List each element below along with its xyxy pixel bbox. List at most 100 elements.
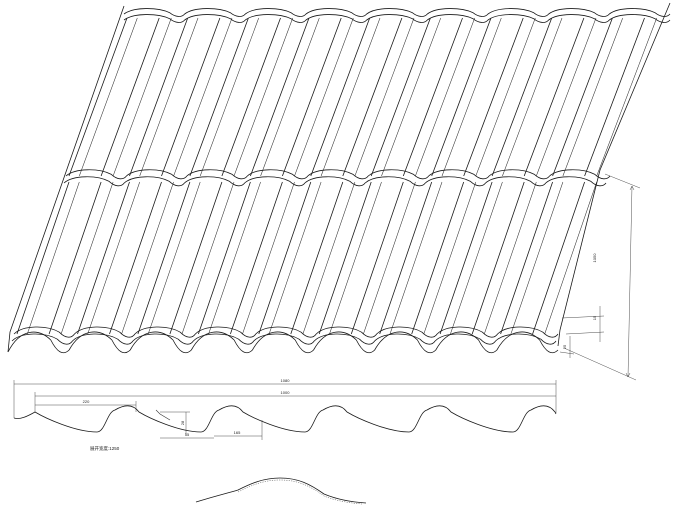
corrugation-line [233, 17, 293, 177]
corrugation-line [450, 181, 503, 335]
corrugation-line [389, 181, 443, 335]
corrugation-line [329, 181, 382, 335]
corrugation-line [112, 17, 172, 177]
corrugation-line [87, 181, 140, 335]
corrugation-line [129, 17, 189, 177]
corrugation-line [221, 17, 281, 177]
corrugation-line [562, 17, 623, 177]
corrugation-line [294, 17, 354, 177]
corrugation-line [411, 181, 465, 335]
effective-width-value: 1000 [281, 390, 291, 395]
corrugation-line [320, 17, 381, 177]
corrugation-line [363, 181, 416, 335]
corrugation-line [439, 181, 493, 335]
corrugation-line [27, 181, 80, 335]
corrugation-line [208, 181, 261, 335]
profile-step-marker [155, 409, 171, 421]
panel-right-edge [557, 2, 671, 347]
corrugation-line [48, 181, 102, 335]
corrugation-line [161, 17, 221, 177]
cover-height-extension-bottom [563, 347, 637, 381]
corrugation-line [310, 17, 371, 177]
step-bottom-value: 25 [562, 344, 567, 349]
corrugation-line [423, 181, 477, 335]
panel-left-edge [7, 5, 125, 353]
corrugation-line [379, 181, 433, 335]
corrugation-line [16, 181, 70, 335]
cover-height-value: 1050 [592, 253, 597, 263]
ridge-detail-hatching [237, 479, 363, 505]
step-height-extension-b [565, 331, 605, 335]
lower-step-value: 55 [185, 432, 190, 437]
total-width-value: 1080 [281, 378, 291, 383]
corrugation-line [463, 17, 524, 177]
corrugation-line [510, 181, 564, 335]
wave-pitch-value: 220 [83, 399, 90, 404]
corrugation-line [415, 17, 475, 177]
corrugation-line [199, 17, 259, 177]
corrugation-line [60, 181, 114, 335]
seam-row-top [123, 8, 671, 17]
corrugation-line [431, 17, 492, 177]
step-height-value: 15 [592, 315, 597, 320]
corrugation-line [268, 181, 322, 335]
corrugation-line [523, 17, 585, 177]
profile-section-view: 1080 1000 220 28 55 165 展开宽度:1250 [13, 378, 557, 452]
corrugation-line [350, 181, 404, 335]
step-bottom-extension [559, 351, 575, 355]
corrugation-line [584, 17, 645, 177]
corrugation-line [109, 181, 162, 335]
roof-panel-perspective-view [7, 2, 671, 354]
corrugation-line [484, 181, 537, 335]
ridge-detail-curve [195, 477, 367, 504]
corrugation-line [282, 17, 342, 177]
corrugation-line [381, 17, 441, 177]
corrugation-line [354, 17, 415, 177]
panel-front-wave-edge [7, 331, 559, 354]
panel-step-seams [7, 8, 671, 354]
corrugation-line [532, 181, 585, 335]
corrugation-line [260, 17, 320, 177]
corrugation-line [596, 17, 657, 177]
corrugation-line [475, 17, 536, 177]
cover-height-arrow-bottom [625, 372, 631, 378]
tile-profile-curve [13, 405, 557, 433]
corrugation-line [198, 181, 251, 335]
profile-height-value: 28 [180, 420, 185, 425]
corrugation-line [302, 181, 356, 335]
corrugation-line [500, 181, 553, 335]
corrugation-line [491, 17, 553, 177]
corrugation-line [68, 17, 128, 177]
step-height-extension-a [561, 315, 605, 319]
corrugation-line [258, 181, 312, 335]
corrugation-line [169, 181, 223, 335]
corrugation-line [137, 181, 191, 335]
panel-dimension-lines: 1050 15 25 [559, 173, 641, 381]
corrugation-line [471, 181, 525, 335]
cover-height-extension-top [604, 173, 641, 189]
corrugation-line [318, 181, 372, 335]
corrugation-line [544, 181, 597, 335]
corrugation-line [441, 17, 502, 177]
seam-row-middle [65, 169, 611, 180]
seam-row-top-inner [123, 14, 671, 23]
corrugation-line [552, 17, 613, 177]
corrugation-line [121, 181, 174, 335]
corrugation-line [502, 17, 563, 177]
corrugation-line [402, 17, 463, 177]
corrugation-line [100, 17, 160, 177]
corrugation-line [342, 17, 403, 177]
seam-row-bottom [13, 326, 559, 338]
corrugation-line [242, 181, 295, 335]
corrugation-line [230, 181, 283, 335]
corrugation-line [181, 181, 235, 335]
corrugation-line [79, 17, 138, 177]
cover-height-dimension-line [627, 185, 633, 378]
ridge-detail-view [195, 477, 367, 505]
seam-row-bottom-inner [11, 333, 557, 345]
corrugation-line [173, 17, 233, 177]
corrugation-line [290, 181, 344, 335]
coil-width-note: 展开宽度:1250 [90, 445, 120, 452]
corrugation-line [139, 17, 199, 177]
